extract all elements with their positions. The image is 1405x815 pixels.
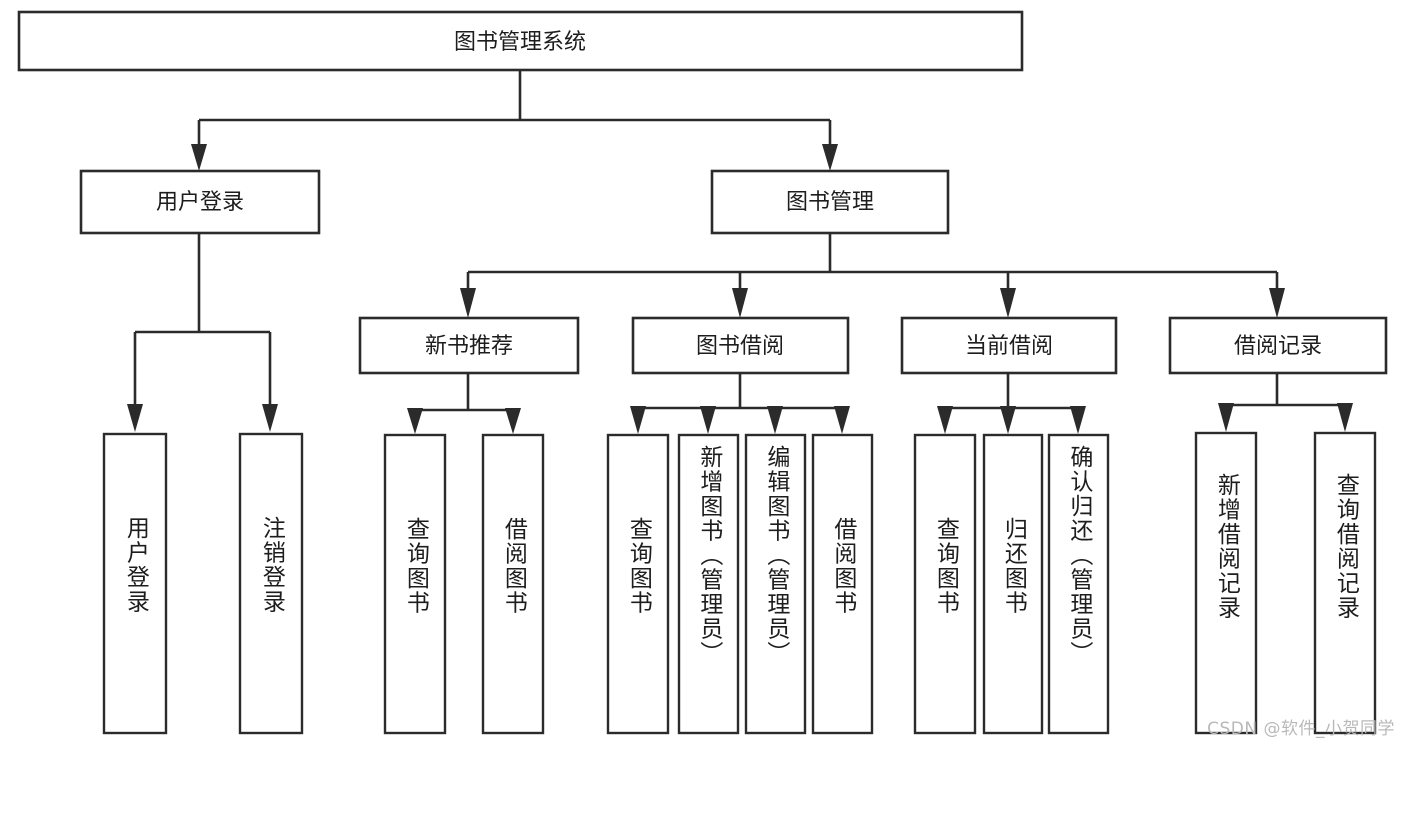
connector-group-book-borrow	[630, 373, 850, 434]
connector-group-root	[191, 70, 838, 171]
node-leaf-query-book-2-rect[interactable]	[606, 433, 670, 735]
node-current-borrow-label: 当前借阅	[965, 334, 1053, 359]
node-new-book-rec-label: 新书推荐	[425, 334, 513, 359]
node-leaf-borrow-book-2-rect[interactable]	[811, 433, 874, 735]
node-root-rect[interactable]	[17, 10, 1024, 72]
node-leaf-borrow-book-1-rect[interactable]	[481, 433, 545, 735]
arrow-head-leaf-add-record	[1218, 403, 1234, 432]
connector-group-book-manage	[460, 233, 1285, 318]
connector-group-borrow-record	[1218, 373, 1353, 432]
arrow-head-book-borrow	[732, 288, 748, 318]
node-user-login-label: 用户登录	[156, 190, 244, 215]
connector-group-current-borrow	[937, 373, 1086, 434]
arrow-head-borrow-record	[1269, 288, 1285, 318]
arrow-head-leaf-borrow-book-1	[505, 408, 521, 434]
node-leaf-query-book-1-rect[interactable]	[383, 433, 447, 735]
arrow-head-leaf-query-record	[1337, 403, 1353, 432]
arrow-head-leaf-query-book-1	[407, 408, 423, 434]
flowchart-svg: 图书管理系统 用户登录 图书管理 新书推荐 图书借阅 当前借阅 借阅记录	[17, 10, 1388, 735]
node-borrow-record-rect[interactable]	[1168, 316, 1388, 375]
arrow-head-leaf-edit-book	[767, 406, 783, 434]
csdn-watermark: CSDN @软件_小贺同学	[1207, 719, 1395, 739]
node-leaf-add-record-rect[interactable]	[1194, 431, 1258, 735]
arrow-head-leaf-user-login	[127, 404, 143, 432]
arrow-head-leaf-query-book-2	[630, 406, 646, 434]
arrow-head-current-borrow	[1000, 288, 1016, 318]
arrow-head-leaf-borrow-book-2	[834, 406, 850, 434]
node-leaf-return-book-rect[interactable]	[982, 433, 1044, 735]
node-root-label: 图书管理系统	[454, 30, 586, 55]
node-book-borrow[interactable]: 图书借阅	[631, 316, 850, 375]
arrow-head-leaf-logout	[262, 404, 278, 432]
arrow-head-leaf-confirm-return	[1070, 406, 1086, 434]
node-leaf-query-book-3-rect[interactable]	[913, 433, 977, 735]
node-leaf-edit-book-rect[interactable]	[744, 433, 807, 735]
node-book-manage[interactable]: 图书管理	[710, 169, 950, 235]
node-new-book-rec-rect[interactable]	[358, 316, 580, 375]
node-user-login-rect[interactable]	[79, 169, 321, 235]
node-leaf-logout-rect[interactable]	[238, 432, 304, 735]
node-borrow-record-label: 借阅记录	[1234, 334, 1322, 359]
node-leaf-query-record-rect[interactable]	[1313, 431, 1377, 735]
node-leaf-add-book-rect[interactable]	[677, 433, 740, 735]
arrow-head-book-manage	[822, 144, 838, 171]
arrow-head-user-login	[191, 144, 207, 171]
node-user-login[interactable]: 用户登录	[79, 169, 321, 235]
connector-group-user-login	[127, 233, 278, 432]
node-root[interactable]: 图书管理系统	[17, 10, 1024, 72]
flowchart-canvas: 图书管理系统 用户登录 图书管理 新书推荐 图书借阅 当前借阅 借阅记录	[17, 10, 1395, 739]
node-borrow-record[interactable]: 借阅记录	[1168, 316, 1388, 375]
arrow-head-leaf-return-book	[1000, 406, 1016, 434]
node-book-borrow-rect[interactable]	[631, 316, 850, 375]
node-book-manage-label: 图书管理	[786, 190, 874, 215]
connector-group-new-book-rec	[407, 373, 521, 434]
node-book-manage-rect[interactable]	[710, 169, 950, 235]
node-current-borrow-rect[interactable]	[900, 316, 1118, 375]
arrow-head-leaf-add-book	[700, 406, 716, 434]
node-leaf-confirm-return-rect[interactable]	[1047, 433, 1110, 735]
arrow-head-leaf-query-book-3	[937, 406, 953, 434]
node-book-borrow-label: 图书借阅	[696, 334, 784, 359]
node-current-borrow[interactable]: 当前借阅	[900, 316, 1118, 375]
node-leaf-user-login-rect[interactable]	[102, 432, 168, 735]
arrow-head-new-book-rec	[460, 288, 476, 318]
node-new-book-rec[interactable]: 新书推荐	[358, 316, 580, 375]
